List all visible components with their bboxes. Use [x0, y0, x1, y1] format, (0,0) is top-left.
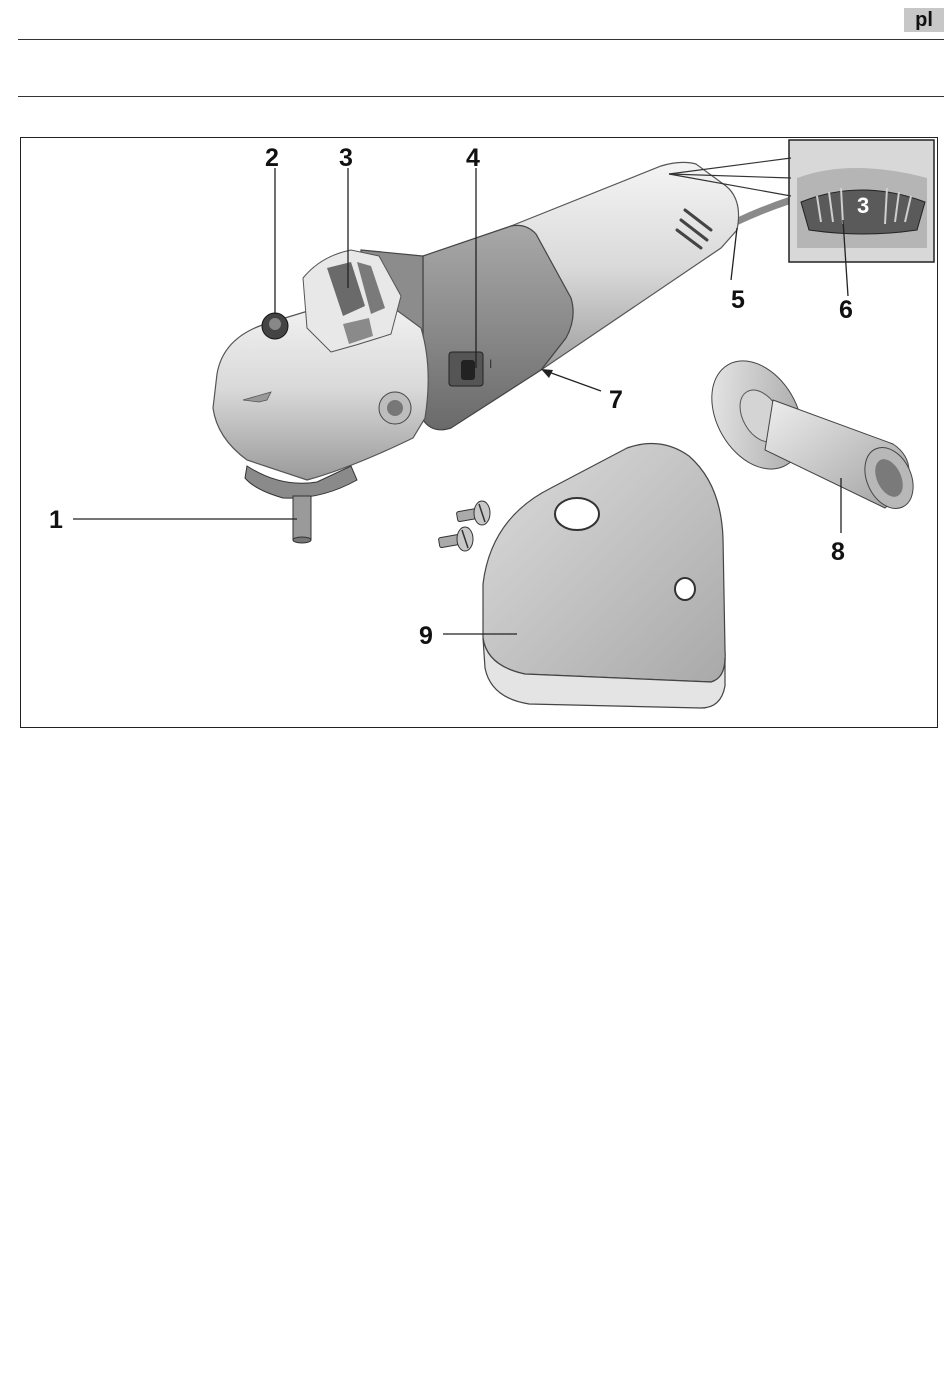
side-handle-socket [379, 392, 411, 424]
callout-2: 2 [265, 144, 279, 172]
callout-9: 9 [419, 622, 433, 650]
callout-8: 8 [831, 538, 845, 566]
callout-1: 1 [49, 506, 63, 534]
header-rule-top [18, 39, 944, 40]
callout-4: 4 [466, 144, 480, 172]
extraction-hood [483, 444, 725, 709]
angle-grinder-illustration: I [21, 138, 936, 726]
auxiliary-handle [693, 345, 922, 517]
callout-6: 6 [839, 296, 853, 324]
spindle-lock-button [262, 313, 288, 339]
language-badge: pl [904, 8, 944, 32]
callout-arrowhead-7 [541, 369, 553, 378]
svg-text:I: I [489, 357, 492, 371]
speed-dial-value: 3 [857, 193, 869, 218]
callout-7: 7 [609, 386, 623, 414]
header-rule-bottom [18, 96, 944, 97]
mounting-screws [438, 501, 490, 551]
product-figure: I [20, 137, 938, 728]
callout-5: 5 [731, 286, 745, 314]
callout-3: 3 [339, 144, 353, 172]
